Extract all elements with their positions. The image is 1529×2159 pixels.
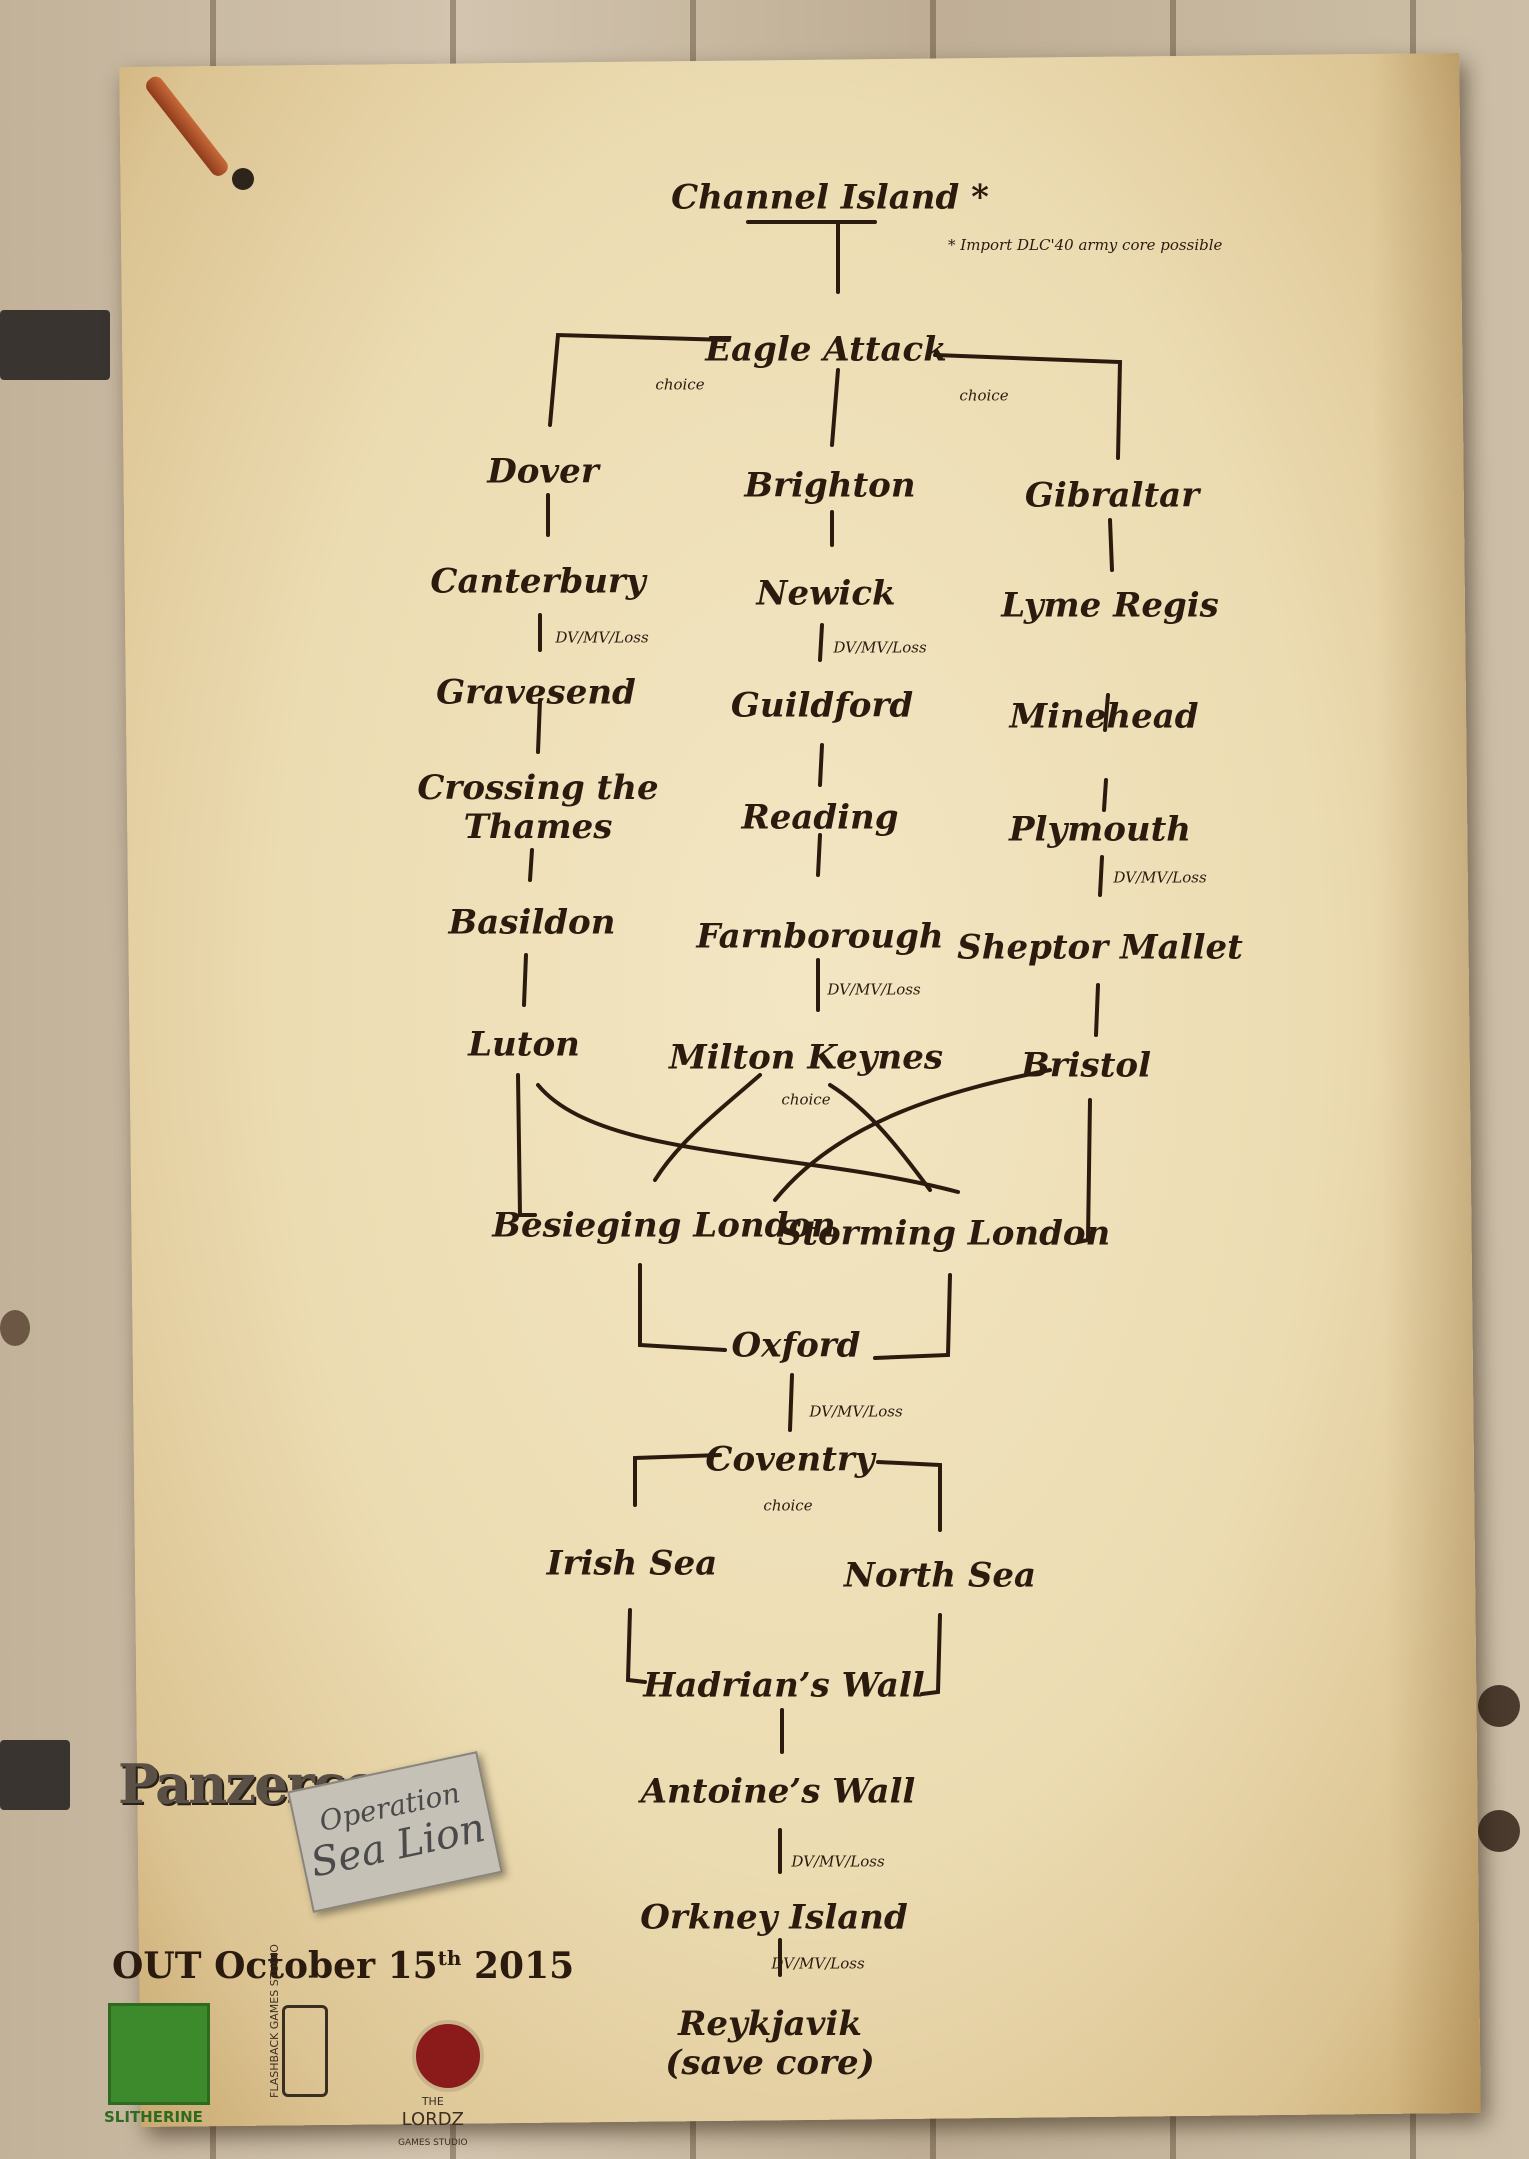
dv-label: DV/MV/Loss	[1113, 868, 1207, 887]
node-guildford: Guildford	[730, 685, 914, 726]
node-bristol: Bristol	[1020, 1045, 1152, 1086]
node-orkney-island: Orkney Island	[640, 1897, 908, 1938]
wood-bolt	[1478, 1810, 1520, 1852]
node-plymouth: Plymouth	[1008, 809, 1192, 850]
choice-label: choice	[781, 1090, 831, 1109]
node-channel-island: Channel Island *	[671, 177, 989, 218]
node-dover: Dover	[487, 451, 599, 492]
node-gravesend: Gravesend	[436, 672, 636, 713]
node-sheptor-mallet: Sheptor Mallet	[957, 927, 1243, 968]
door-hinge	[0, 1740, 70, 1810]
choice-label: choice	[763, 1496, 813, 1515]
reykjavik-line-2: (save core)	[665, 2043, 875, 2083]
lordz-logo-icon	[412, 2020, 484, 2092]
lordz-line-2: LORDZ	[401, 2108, 464, 2130]
release-sup: th	[437, 1946, 462, 1970]
node-irish-sea: Irish Sea	[546, 1543, 718, 1584]
lordz-line-3: GAMES STUDIO	[398, 2137, 468, 2148]
node-minehead: Minehead	[1009, 696, 1199, 737]
node-crossing-thames: Crossing the Thames	[417, 767, 659, 847]
wood-knot	[0, 1310, 30, 1346]
dv-label: DV/MV/Loss	[833, 638, 927, 657]
release-year: 2015	[474, 1945, 575, 1987]
flashback-hourglass-icon	[282, 2005, 328, 2097]
crossing-thames-line-2: Thames	[463, 807, 613, 847]
node-north-sea: North Sea	[843, 1555, 1037, 1596]
node-newick: Newick	[756, 573, 896, 614]
node-coventry: Coventry	[705, 1439, 875, 1480]
node-besieging-london: Besieging London	[492, 1205, 836, 1246]
crossing-thames-line-1: Crossing the	[417, 767, 659, 808]
node-oxford: Oxford	[731, 1325, 861, 1366]
node-farnborough: Farnborough	[696, 916, 944, 957]
dv-label: DV/MV/Loss	[827, 980, 921, 999]
node-antoines-wall: Antoine’s Wall	[640, 1771, 916, 1812]
dv-label: DV/MV/Loss	[809, 1402, 903, 1421]
release-prefix: OUT October 15	[112, 1945, 438, 1987]
node-hadrians-wall: Hadrian’s Wall	[643, 1665, 925, 1706]
node-reykjavik: Reykjavik (save core)	[665, 2003, 875, 2083]
import-note: * Import DLC'40 army core possible	[948, 236, 1223, 254]
dv-label: DV/MV/Loss	[791, 1852, 885, 1871]
reykjavik-line-1: Reykjavik	[678, 2003, 862, 2044]
dv-label: DV/MV/Loss	[555, 628, 649, 647]
node-lyme-regis: Lyme Regis	[1001, 585, 1219, 626]
dv-label: DV/MV/Loss	[771, 1954, 865, 1973]
flashback-label: FLASHBACK GAMES STUDIO	[268, 1944, 281, 2098]
nail-hole	[232, 168, 254, 190]
choice-label: choice	[959, 386, 1009, 405]
node-milton-keynes: Milton Keynes	[668, 1037, 944, 1078]
node-luton: Luton	[468, 1024, 580, 1065]
node-brighton: Brighton	[744, 465, 916, 506]
lordz-line-1: THE	[421, 2095, 444, 2108]
node-canterbury: Canterbury	[430, 561, 646, 602]
node-storming-london: Storming London	[777, 1213, 1111, 1254]
choice-label: choice	[655, 375, 705, 394]
node-basildon: Basildon	[448, 902, 616, 943]
lordz-label: THE LORDZ GAMES STUDIO	[398, 2090, 468, 2149]
slitherine-logo-icon	[108, 2003, 210, 2105]
node-reading: Reading	[741, 797, 899, 838]
door-hinge	[0, 310, 110, 380]
slitherine-label: SLITHERINE	[104, 2108, 203, 2126]
node-eagle-attack: Eagle Attack	[705, 329, 947, 370]
node-gibraltar: Gibraltar	[1024, 475, 1200, 516]
wood-bolt	[1478, 1685, 1520, 1727]
release-date: OUT October 15th 2015	[112, 1945, 574, 1987]
